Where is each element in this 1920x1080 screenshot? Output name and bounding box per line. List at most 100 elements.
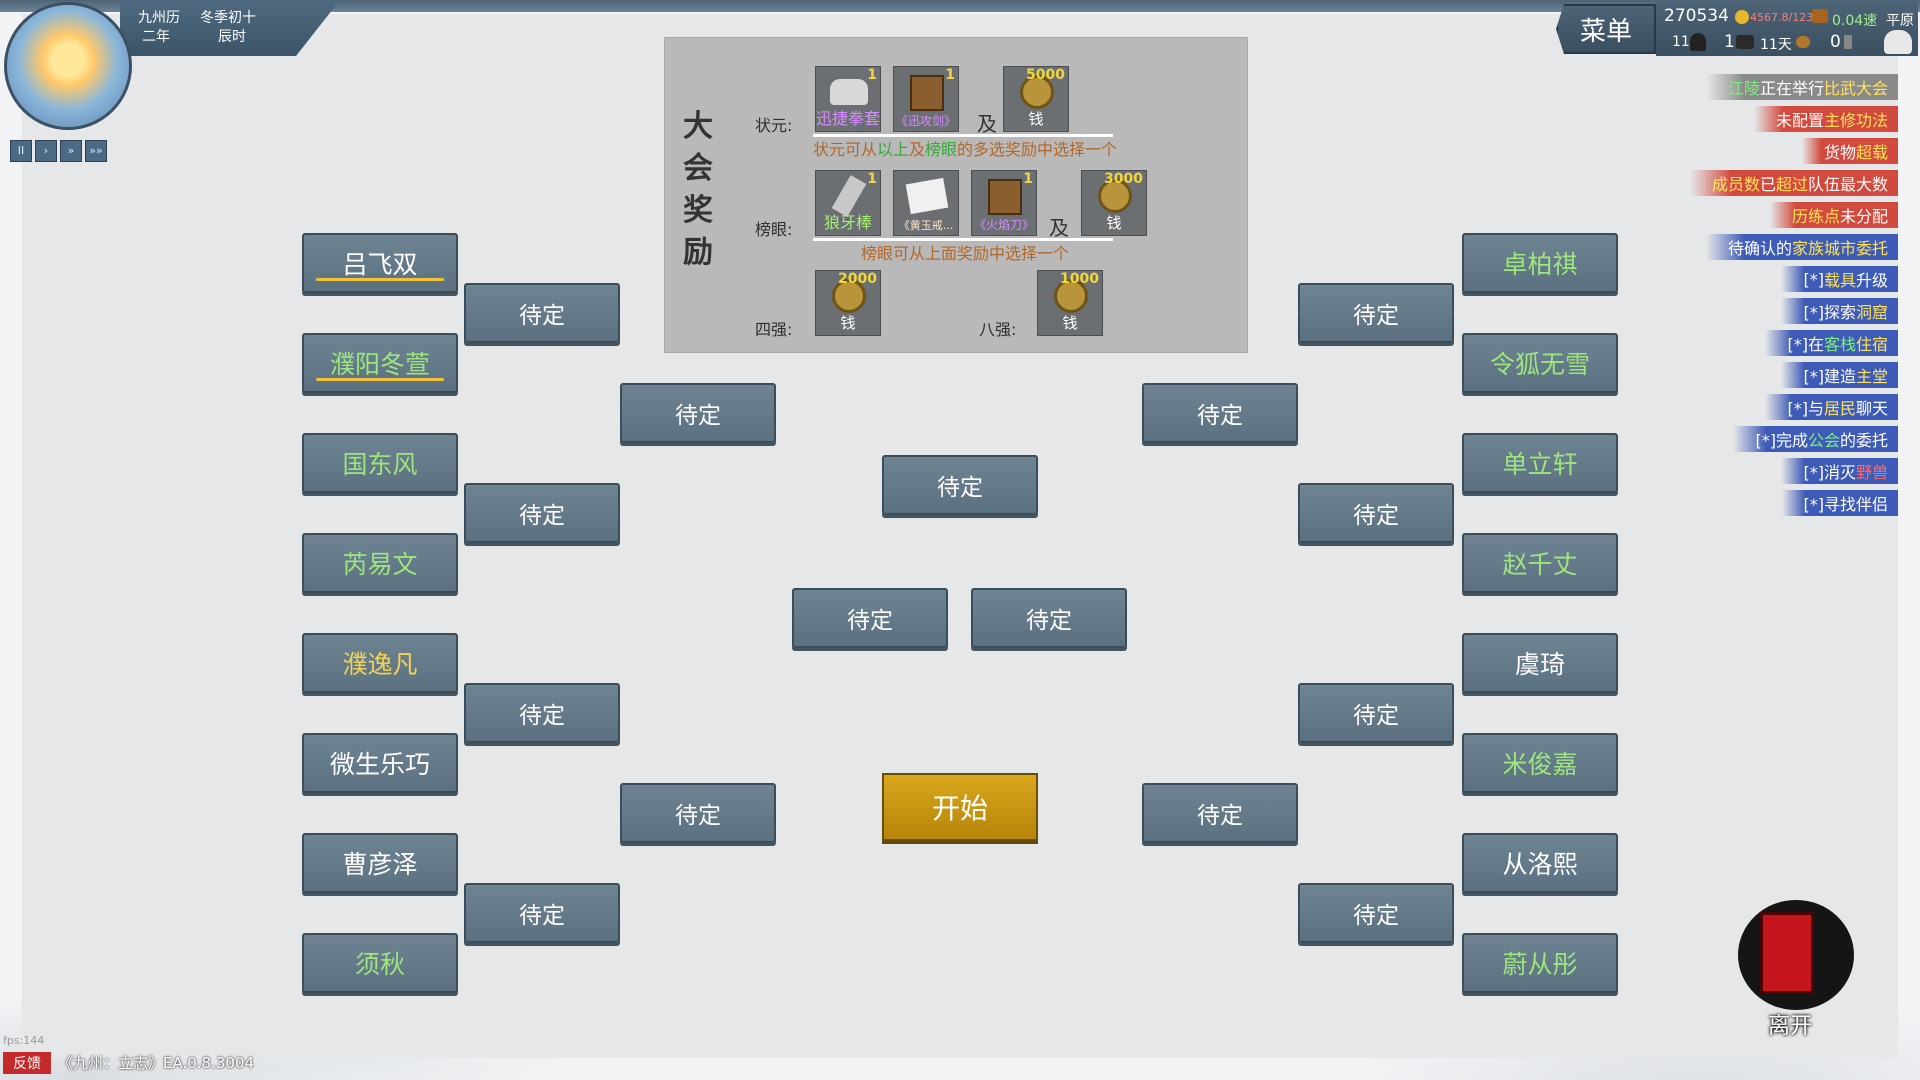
notice-text: 洞窟 <box>1855 303 1888 322</box>
start-button[interactable]: 开始 <box>882 773 1038 841</box>
reward-item-money-5000[interactable]: 5000 钱 <box>1003 66 1069 132</box>
notice-text: [*]建造 <box>1803 367 1856 386</box>
reward-item-money-1000[interactable]: 1000 钱 <box>1037 270 1103 336</box>
player-name: 吕飞双 <box>342 250 418 279</box>
pending-slot-7[interactable]: 待定 <box>1298 283 1454 343</box>
notice-text: 队伍最大数 <box>1807 175 1888 194</box>
pending-slot-8[interactable]: 待定 <box>1298 483 1454 543</box>
top4-label: 四强: <box>755 320 793 339</box>
avatar-icon[interactable] <box>1884 30 1912 54</box>
runner-note: 榜眼可从上面奖励中选择一个 <box>860 244 1069 263</box>
pending-slot-3[interactable]: 待定 <box>464 683 620 743</box>
left-player-1[interactable]: 吕飞双 <box>302 233 458 293</box>
pending-slot-9[interactable]: 待定 <box>1298 683 1454 743</box>
right-player-3[interactable]: 单立轩 <box>1462 433 1618 493</box>
notice-item-12[interactable]: [*]完成公会的委托 <box>1733 426 1898 452</box>
pending-slot-15[interactable]: 待定 <box>971 588 1127 648</box>
pending-slot-6[interactable]: 待定 <box>620 783 776 843</box>
player-name: 米俊嘉 <box>1502 750 1578 779</box>
reward-item-ring-scroll[interactable]: 《黄玉戒... <box>893 170 959 236</box>
notice-text: 成员数 <box>1711 175 1760 194</box>
notice-item-2[interactable]: 未配置主修功法 <box>1753 106 1898 132</box>
reward-item-mace[interactable]: 1 狼牙棒 <box>815 170 881 236</box>
top8-label: 八强: <box>979 320 1017 339</box>
play-button[interactable]: › <box>35 140 57 162</box>
notice-item-9[interactable]: [*]在客栈住宿 <box>1765 330 1898 356</box>
notice-item-6[interactable]: 待确认的家族城市委托 <box>1705 234 1898 260</box>
right-player-4[interactable]: 赵千丈 <box>1462 533 1618 593</box>
notice-text: [*]完成 <box>1755 431 1808 450</box>
reward-item-sword-manual[interactable]: 1 《迅攻剑》 <box>893 66 959 132</box>
pending-slot-12[interactable]: 待定 <box>1142 783 1298 843</box>
coin-icon <box>1735 10 1749 24</box>
exit-label: 离开 <box>1768 1014 1813 1039</box>
player-name: 国东风 <box>342 450 418 479</box>
notice-text: 野兽 <box>1855 463 1888 482</box>
coin-string-icon <box>1098 179 1132 213</box>
notice-item-7[interactable]: [*]载具升级 <box>1781 266 1898 292</box>
right-player-6[interactable]: 米俊嘉 <box>1462 733 1618 793</box>
pending-slot-14[interactable]: 待定 <box>792 588 948 648</box>
notice-item-8[interactable]: [*]探索洞窟 <box>1781 298 1898 324</box>
notice-item-11[interactable]: [*]与居民聊天 <box>1765 394 1898 420</box>
player-name: 须秋 <box>354 950 405 979</box>
faster-button[interactable]: »» <box>85 140 107 162</box>
notice-item-4[interactable]: 成员数已超过队伍最大数 <box>1689 170 1898 196</box>
notice-item-5[interactable]: 历练点未分配 <box>1769 202 1898 228</box>
pending-slot-2[interactable]: 待定 <box>464 483 620 543</box>
player-name: 蔚从彤 <box>1502 950 1578 979</box>
food-icon <box>1796 36 1810 48</box>
reward-item-money-3000[interactable]: 3000 钱 <box>1081 170 1147 236</box>
pending-slot-4[interactable]: 待定 <box>464 883 620 943</box>
right-player-1[interactable]: 卓柏祺 <box>1462 233 1618 293</box>
notice-text: 家族城市委托 <box>1791 239 1888 258</box>
notice-item-3[interactable]: 货物超载 <box>1801 138 1898 164</box>
right-player-5[interactable]: 虞琦 <box>1462 633 1618 693</box>
notice-text: 客栈 <box>1823 335 1856 354</box>
coin-string-icon <box>1020 75 1054 109</box>
right-player-7[interactable]: 从洛熙 <box>1462 833 1618 893</box>
left-player-8[interactable]: 须秋 <box>302 933 458 993</box>
menu-button[interactable]: 菜单 <box>1556 4 1656 54</box>
reward-item-money-2000[interactable]: 2000 钱 <box>815 270 881 336</box>
horse-icon <box>1736 35 1754 49</box>
right-player-8[interactable]: 蔚从彤 <box>1462 933 1618 993</box>
left-player-3[interactable]: 国东风 <box>302 433 458 493</box>
notice-item-13[interactable]: [*]消灭野兽 <box>1781 458 1898 484</box>
pending-slot-10[interactable]: 待定 <box>1298 883 1454 943</box>
notice-text: 未配置 <box>1775 111 1824 130</box>
reward-item-flame-blade[interactable]: 1 《火焰刀》 <box>971 170 1037 236</box>
fast-button[interactable]: » <box>60 140 82 162</box>
zero-value: 0 <box>1830 32 1841 52</box>
notice-text: 江陵 <box>1727 79 1760 98</box>
notice-item-1[interactable]: 江陵正在举行比武大会 <box>1705 74 1898 100</box>
notice-text: 住宿 <box>1855 335 1888 354</box>
left-player-7[interactable]: 曹彦泽 <box>302 833 458 893</box>
pending-slot-11[interactable]: 待定 <box>1142 383 1298 443</box>
pending-slot-13[interactable]: 待定 <box>882 455 1038 515</box>
pending-slot-1[interactable]: 待定 <box>464 283 620 343</box>
notice-text: 居民 <box>1823 399 1856 418</box>
feedback-button[interactable]: 反馈 <box>3 1052 51 1074</box>
left-player-2[interactable]: 濮阳冬萱 <box>302 333 458 393</box>
left-player-5[interactable]: 濮逸凡 <box>302 633 458 693</box>
left-player-6[interactable]: 微生乐巧 <box>302 733 458 793</box>
left-player-4[interactable]: 芮易文 <box>302 533 458 593</box>
notice-item-14[interactable]: [*]寻找伴侣 <box>1781 490 1898 516</box>
reward-item-gloves[interactable]: 1 迅捷拳套 <box>815 66 881 132</box>
notice-text: [*] <box>1803 269 1824 289</box>
notice-text: 公会 <box>1807 431 1840 450</box>
notice-text: 超载 <box>1855 143 1888 162</box>
door-icon <box>1760 912 1814 994</box>
pending-slot-5[interactable]: 待定 <box>620 383 776 443</box>
money-value: 270534 <box>1664 6 1729 26</box>
notice-text: [*]消灭 <box>1803 463 1856 482</box>
notice-text: 超过 <box>1775 175 1808 194</box>
speed-value: 0.04速 <box>1832 13 1878 29</box>
player-name: 微生乐巧 <box>329 750 430 779</box>
notice-item-10[interactable]: [*]建造主堂 <box>1781 362 1898 388</box>
pause-button[interactable]: II <box>10 140 32 162</box>
book-icon <box>910 75 944 111</box>
player-name: 单立轩 <box>1502 450 1578 479</box>
right-player-2[interactable]: 令狐无雪 <box>1462 333 1618 393</box>
